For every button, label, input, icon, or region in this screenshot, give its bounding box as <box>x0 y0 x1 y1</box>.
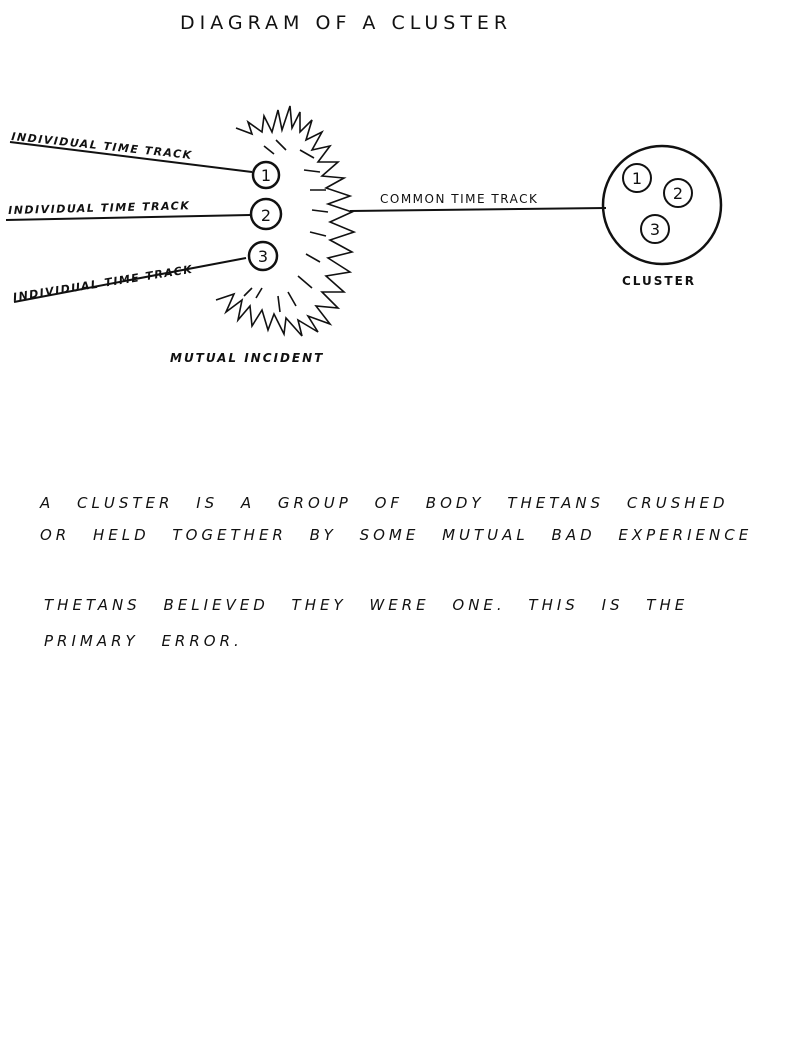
cluster-circle: 1 2 3 <box>601 144 723 266</box>
statement-line-2: PRIMARY ERROR. <box>44 632 243 650</box>
statement-line-1: THETANS BELIEVED THEY WERE ONE. THIS IS … <box>44 596 689 614</box>
track-node-2: 2 <box>249 197 283 231</box>
definition-line-2: OR HELD TOGETHER BY SOME MUTUAL BAD EXPE… <box>40 526 753 544</box>
track-node-1: 1 <box>251 160 281 190</box>
cluster-member-1-number: 1 <box>632 169 642 188</box>
cluster-member-3-number: 3 <box>650 220 660 239</box>
track-node-3-number: 3 <box>258 247 268 266</box>
cluster-member-2-number: 2 <box>673 184 683 203</box>
cluster-member-3: 3 <box>640 214 670 244</box>
common-track-label: COMMON TIME TRACK <box>380 192 539 206</box>
track-node-2-number: 2 <box>261 206 271 225</box>
cluster-member-1: 1 <box>622 163 652 193</box>
diagram-title: DIAGRAM OF A CLUSTER <box>180 12 513 34</box>
mutual-incident-label: MUTUAL INCIDENT <box>170 351 325 365</box>
track-node-1-number: 1 <box>261 166 271 185</box>
cluster-member-2: 2 <box>663 178 693 208</box>
individual-track-line-1 <box>9 141 253 173</box>
track-node-3: 3 <box>247 240 279 272</box>
mutual-incident-burst <box>215 105 357 337</box>
individual-track-line-3 <box>13 257 247 303</box>
definition-line-1: A CLUSTER IS A GROUP OF BODY THETANS CRU… <box>40 494 729 512</box>
common-track-line <box>349 207 607 212</box>
cluster-label: CLUSTER <box>622 274 697 288</box>
individual-track-line-2 <box>5 214 251 221</box>
